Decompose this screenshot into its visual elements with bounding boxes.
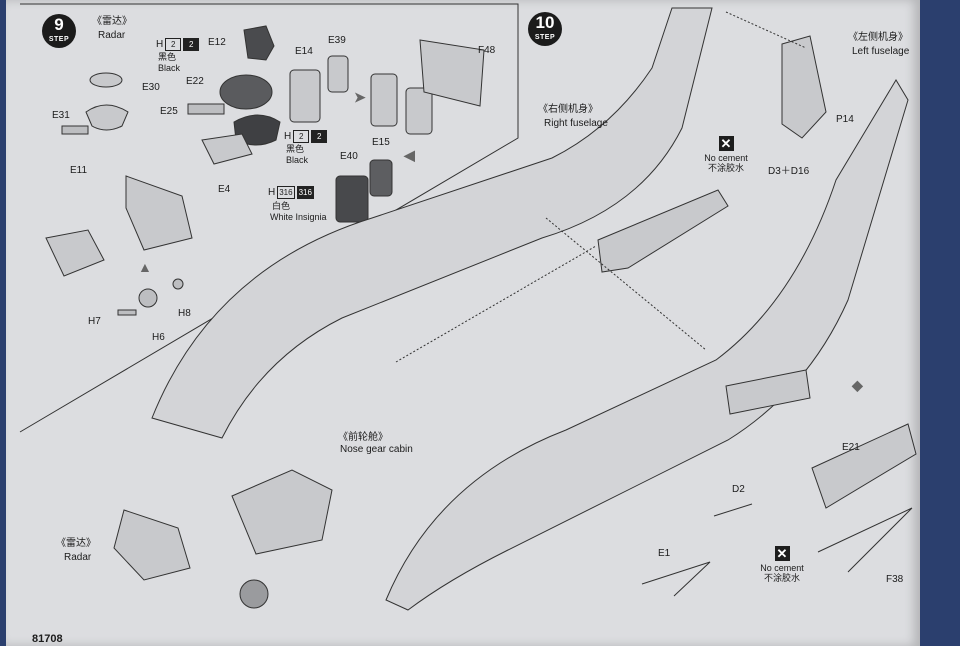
guide-line	[725, 11, 807, 49]
part-f48-shape	[419, 39, 485, 107]
tail-fin-shape	[781, 35, 827, 139]
part-e14-shape	[289, 69, 321, 123]
direction-arrow-icon: ➤	[354, 89, 366, 105]
part-e39-shape	[327, 55, 349, 93]
part-label-e11: E11	[70, 165, 88, 176]
landing-gear-struts	[641, 503, 753, 597]
decal-black-1-cn: 黑色	[158, 52, 177, 62]
no-cement-icon: ✕	[774, 546, 790, 561]
part-label-e21: E21	[842, 442, 860, 453]
radar-housing-shape	[125, 175, 193, 251]
nose-wheel-shape	[239, 579, 269, 609]
step-10-badge: 10 STEP	[528, 12, 562, 46]
assembly-a-shape	[370, 73, 398, 127]
decal-cell: 2	[293, 129, 310, 143]
guide-line	[545, 217, 707, 351]
part-e15-shape	[369, 159, 393, 197]
part-label-h6: H6	[152, 332, 165, 343]
radar-title-en: Radar	[98, 30, 126, 41]
part-label-e22: E22	[186, 76, 204, 87]
radar-lower-en: Radar	[64, 552, 92, 563]
part-label-e15: E15	[372, 137, 390, 148]
part-label-e12: E12	[208, 37, 226, 48]
part-h7-shape	[117, 309, 137, 316]
no-cement-en: No cement	[760, 563, 804, 573]
decal-callout-black-1: H 2 2	[156, 37, 200, 51]
part-e40-shape	[335, 175, 369, 223]
part-e11-shape	[61, 125, 89, 135]
decal-white-en: White Insignia	[270, 212, 327, 222]
radar-title-cn: 《雷达》	[92, 16, 132, 27]
nose-gear-en: Nose gear cabin	[340, 444, 413, 455]
part-label-f38: F38	[886, 574, 904, 585]
direction-arrow-icon: ▲	[138, 259, 152, 275]
no-cement-cn: 不涂胶水	[707, 163, 744, 173]
decal-prefix: H	[268, 186, 276, 198]
gear-doors-struts	[817, 507, 913, 573]
part-label-e1: E1	[658, 548, 671, 559]
part-e25-shape	[187, 103, 225, 115]
no-cement-cn: 不涂胶水	[763, 573, 800, 583]
part-label-e31: E31	[52, 110, 70, 121]
left-fuselage-cn: 《左侧机身》	[848, 32, 908, 43]
radar-bulkhead-shape	[45, 229, 105, 277]
right-fuselage-cn: 《右侧机身》	[538, 104, 598, 115]
part-label-d3-d16: D3＋D16	[768, 166, 810, 177]
instruction-sheet: 9 STEP 《雷达》 Radar E12 E30 E22 E25 E31 E1…	[6, 0, 920, 646]
part-label-e40: E40	[340, 151, 358, 162]
part-label-e39: E39	[328, 35, 346, 46]
part-e4-shape	[201, 133, 253, 165]
decal-cell: 2	[165, 37, 182, 51]
assembly-b-shape	[405, 87, 433, 135]
part-e12-shape	[243, 25, 275, 61]
assembly-line-art	[19, 3, 917, 611]
decal-cell: 316	[296, 185, 314, 199]
part-e30-shape	[89, 72, 123, 88]
part-label-e4: E4	[218, 184, 231, 195]
nose-gear-bay-shape	[231, 469, 333, 555]
decal-white-cn: 白色	[272, 201, 291, 211]
guide-line	[395, 245, 597, 363]
nose-gear-cn: 《前轮舱》	[338, 432, 388, 443]
decal-black-2-cn: 黑色	[286, 144, 305, 154]
part-label-d2: D2	[732, 484, 745, 495]
decal-cell: 2	[183, 37, 200, 51]
decal-cell: 316	[277, 185, 295, 199]
decal-black-1-en: Black	[158, 63, 181, 73]
decal-cell: 2	[311, 129, 328, 143]
part-label-e14: E14	[295, 46, 313, 57]
right-fuselage-en: Right fuselage	[544, 118, 608, 129]
part-e21-shape	[811, 423, 917, 509]
wing-insert-shape	[597, 189, 729, 273]
vent-panel-shape	[725, 369, 811, 415]
part-h6-shape	[138, 288, 158, 308]
part-label-h8: H8	[178, 308, 191, 319]
part-label-f48: F48	[478, 45, 496, 56]
no-cement-callout-1: ✕ No cement 不涂胶水	[696, 136, 756, 173]
decal-callout-white: H 316 316	[268, 185, 314, 199]
part-e22-shape	[219, 74, 273, 110]
left-fuselage-outline	[385, 79, 909, 611]
direction-arrow-icon: ◆	[852, 377, 863, 393]
left-fuselage-en: Left fuselage	[852, 46, 910, 57]
direction-arrow-icon: ◀	[404, 147, 415, 163]
part-label-e30: E30	[142, 82, 160, 93]
decal-prefix: H	[284, 130, 292, 142]
no-cement-en: No cement	[704, 153, 748, 163]
no-cement-icon: ✕	[718, 136, 734, 151]
part-h8-shape	[172, 278, 184, 290]
radar-lower-cn: 《雷达》	[56, 538, 96, 549]
step-9-badge: 9 STEP	[42, 14, 76, 48]
part-label-p14: P14	[836, 114, 854, 125]
radar-lower-shape	[113, 509, 191, 581]
part-e31-shape	[85, 104, 129, 131]
page-number: 81708	[32, 633, 63, 645]
part-label-e25: E25	[160, 106, 178, 117]
part-label-h7: H7	[88, 316, 101, 327]
decal-callout-black-2: H 2 2	[284, 129, 328, 143]
no-cement-callout-2: ✕ No cement 不涂胶水	[752, 546, 812, 583]
decal-black-2-en: Black	[286, 155, 309, 165]
decal-prefix: H	[156, 38, 164, 50]
right-fuselage-outline	[151, 7, 713, 439]
